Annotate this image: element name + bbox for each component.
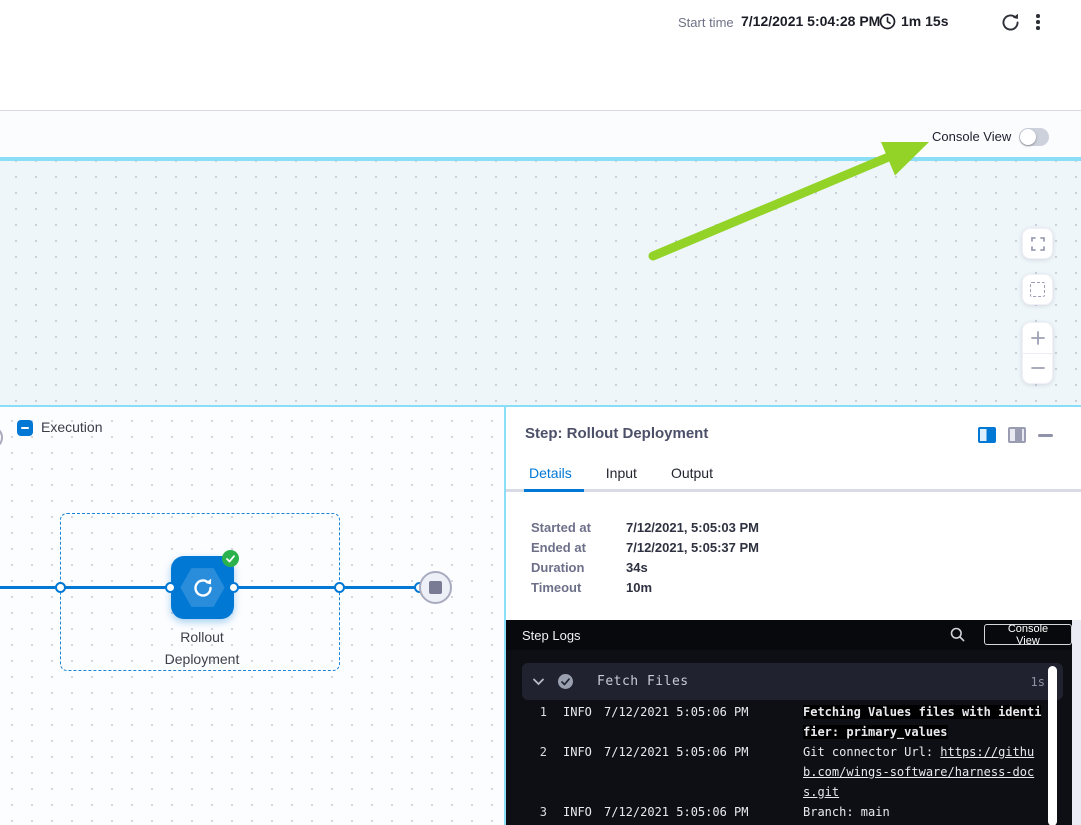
log-link[interactable]: https://github.com/wings-software/harnes…: [803, 745, 1035, 799]
marquee-icon: [1030, 282, 1045, 297]
panel-top-border: [0, 405, 1081, 407]
log-ts: 7/12/2021 5:05:06 PM: [604, 805, 749, 819]
log-message: Git connector Url: https://github.com/wi…: [803, 745, 1035, 799]
log-section-duration: 1s: [1030, 674, 1045, 689]
zoom-controls: [1022, 322, 1053, 384]
edge-connector: [165, 582, 176, 593]
execution-toolbar: Start time 7/12/2021 5:04:28 PM 1m 15s: [0, 8, 1081, 36]
field-label: Started at: [531, 519, 591, 535]
log-message: Branch: main: [803, 805, 890, 819]
pipeline-end-node: [419, 571, 452, 604]
log-message: Fetching Values files with identifier: p…: [803, 702, 1047, 742]
field-row: Started at 7/12/2021, 5:05:03 PM: [531, 517, 759, 537]
log-ln: 2: [539, 745, 547, 759]
field-row: Duration 34s: [531, 557, 759, 577]
logs-console-view-button[interactable]: Console View: [984, 623, 1072, 647]
log-section-name: Fetch Files: [597, 674, 689, 689]
step-logs-bar: Step Logs Console View: [506, 620, 1072, 650]
group-label: Execution: [41, 419, 103, 435]
refresh-button[interactable]: [998, 10, 1022, 34]
more-options-button[interactable]: [1028, 10, 1048, 34]
panel-title: Step: Rollout Deployment: [525, 425, 709, 442]
field-row: Timeout 10m: [531, 577, 759, 597]
log-section-header[interactable]: Fetch Files 1s: [522, 663, 1063, 700]
offscreen-node: [0, 426, 3, 449]
log-lvl: INFO: [563, 705, 592, 719]
log-line: 2 INFO 7/12/2021 5:05:06 PM Git connector U…: [506, 742, 1047, 802]
duration-value: 1m 15s: [901, 13, 949, 29]
field-label: Duration: [531, 559, 585, 575]
log-lvl: INFO: [563, 805, 592, 819]
fullscreen-button[interactable]: [1022, 228, 1053, 259]
tab-details[interactable]: Details: [529, 465, 572, 481]
console-view-toggle[interactable]: [1019, 128, 1049, 146]
success-check-icon: [222, 550, 239, 567]
field-value: 7/12/2021, 5:05:03 PM: [626, 519, 759, 535]
panel-scrollbar-track[interactable]: [1072, 620, 1081, 825]
log-scrollbar-thumb[interactable]: [1048, 666, 1057, 825]
edge-connector: [55, 582, 66, 593]
tab-input[interactable]: Input: [605, 465, 637, 481]
console-view-bar: Console View: [0, 111, 1081, 157]
edge-connector: [228, 582, 239, 593]
step-logs-title: Step Logs: [522, 627, 581, 643]
full-view-icon[interactable]: [1008, 427, 1026, 443]
toggle-knob: [1020, 129, 1036, 145]
log-ln: 3: [539, 805, 547, 819]
node-label: Rollout Deployment: [122, 626, 282, 670]
search-icon[interactable]: [950, 627, 966, 643]
tab-output[interactable]: Output: [670, 465, 713, 481]
header-divider: [0, 110, 1081, 111]
log-lvl: INFO: [563, 745, 592, 759]
tab-active-indicator: [524, 489, 584, 492]
split-view-icon[interactable]: [978, 427, 996, 443]
step-details-panel: Step: Rollout Deployment Details Input Out…: [504, 407, 1081, 825]
node-label-line1: Rollout: [180, 629, 224, 645]
field-row: Ended at 7/12/2021, 5:05:37 PM: [531, 537, 759, 557]
field-value: 10m: [626, 579, 653, 595]
field-value: 7/12/2021, 5:05:37 PM: [626, 539, 759, 555]
zoom-in-button[interactable]: [1023, 323, 1052, 353]
minimize-panel-button[interactable]: [1038, 434, 1053, 437]
tab-underline-track: [506, 489, 1081, 492]
zoom-out-button[interactable]: [1023, 352, 1052, 384]
stage-divider-line: [0, 157, 1081, 161]
section-success-icon: [558, 674, 573, 689]
console-view-label: Console View: [932, 129, 1012, 144]
log-ts: 7/12/2021 5:05:06 PM: [604, 745, 749, 759]
chevron-down-icon: [533, 678, 544, 686]
edge-connector: [334, 582, 345, 593]
panel-tabs: Details Input Output: [529, 461, 713, 487]
fit-selection-button[interactable]: [1022, 274, 1053, 305]
log-line: 3 INFO 7/12/2021 5:05:06 PM Branch: main: [506, 802, 1047, 822]
log-ts: 7/12/2021 5:05:06 PM: [604, 705, 749, 719]
start-time-value: 7/12/2021 5:04:28 PM: [741, 13, 881, 29]
log-ln: 1: [539, 705, 547, 719]
rollout-deployment-node[interactable]: [171, 556, 234, 619]
field-label: Ended at: [531, 539, 586, 555]
log-line: 1 INFO 7/12/2021 5:05:06 PM Fetching Values…: [506, 702, 1047, 742]
field-value: 34s: [626, 559, 648, 575]
step-detail-fields: Started at 7/12/2021, 5:05:03 PM Ended at 7…: [531, 517, 759, 597]
hexagon-shape: [180, 568, 225, 607]
group-collapse-button[interactable]: [17, 420, 33, 436]
stage-canvas[interactable]: [0, 161, 1081, 405]
start-time-label: Start time: [678, 15, 734, 30]
field-label: Timeout: [531, 579, 582, 595]
top-header: Start time 7/12/2021 5:04:28 PM 1m 15s: [0, 0, 1081, 110]
clock-icon: [879, 13, 896, 30]
node-label-line2: Deployment: [164, 651, 240, 667]
log-message-highlight: Fetching Values files with identifier: p…: [803, 705, 1042, 739]
